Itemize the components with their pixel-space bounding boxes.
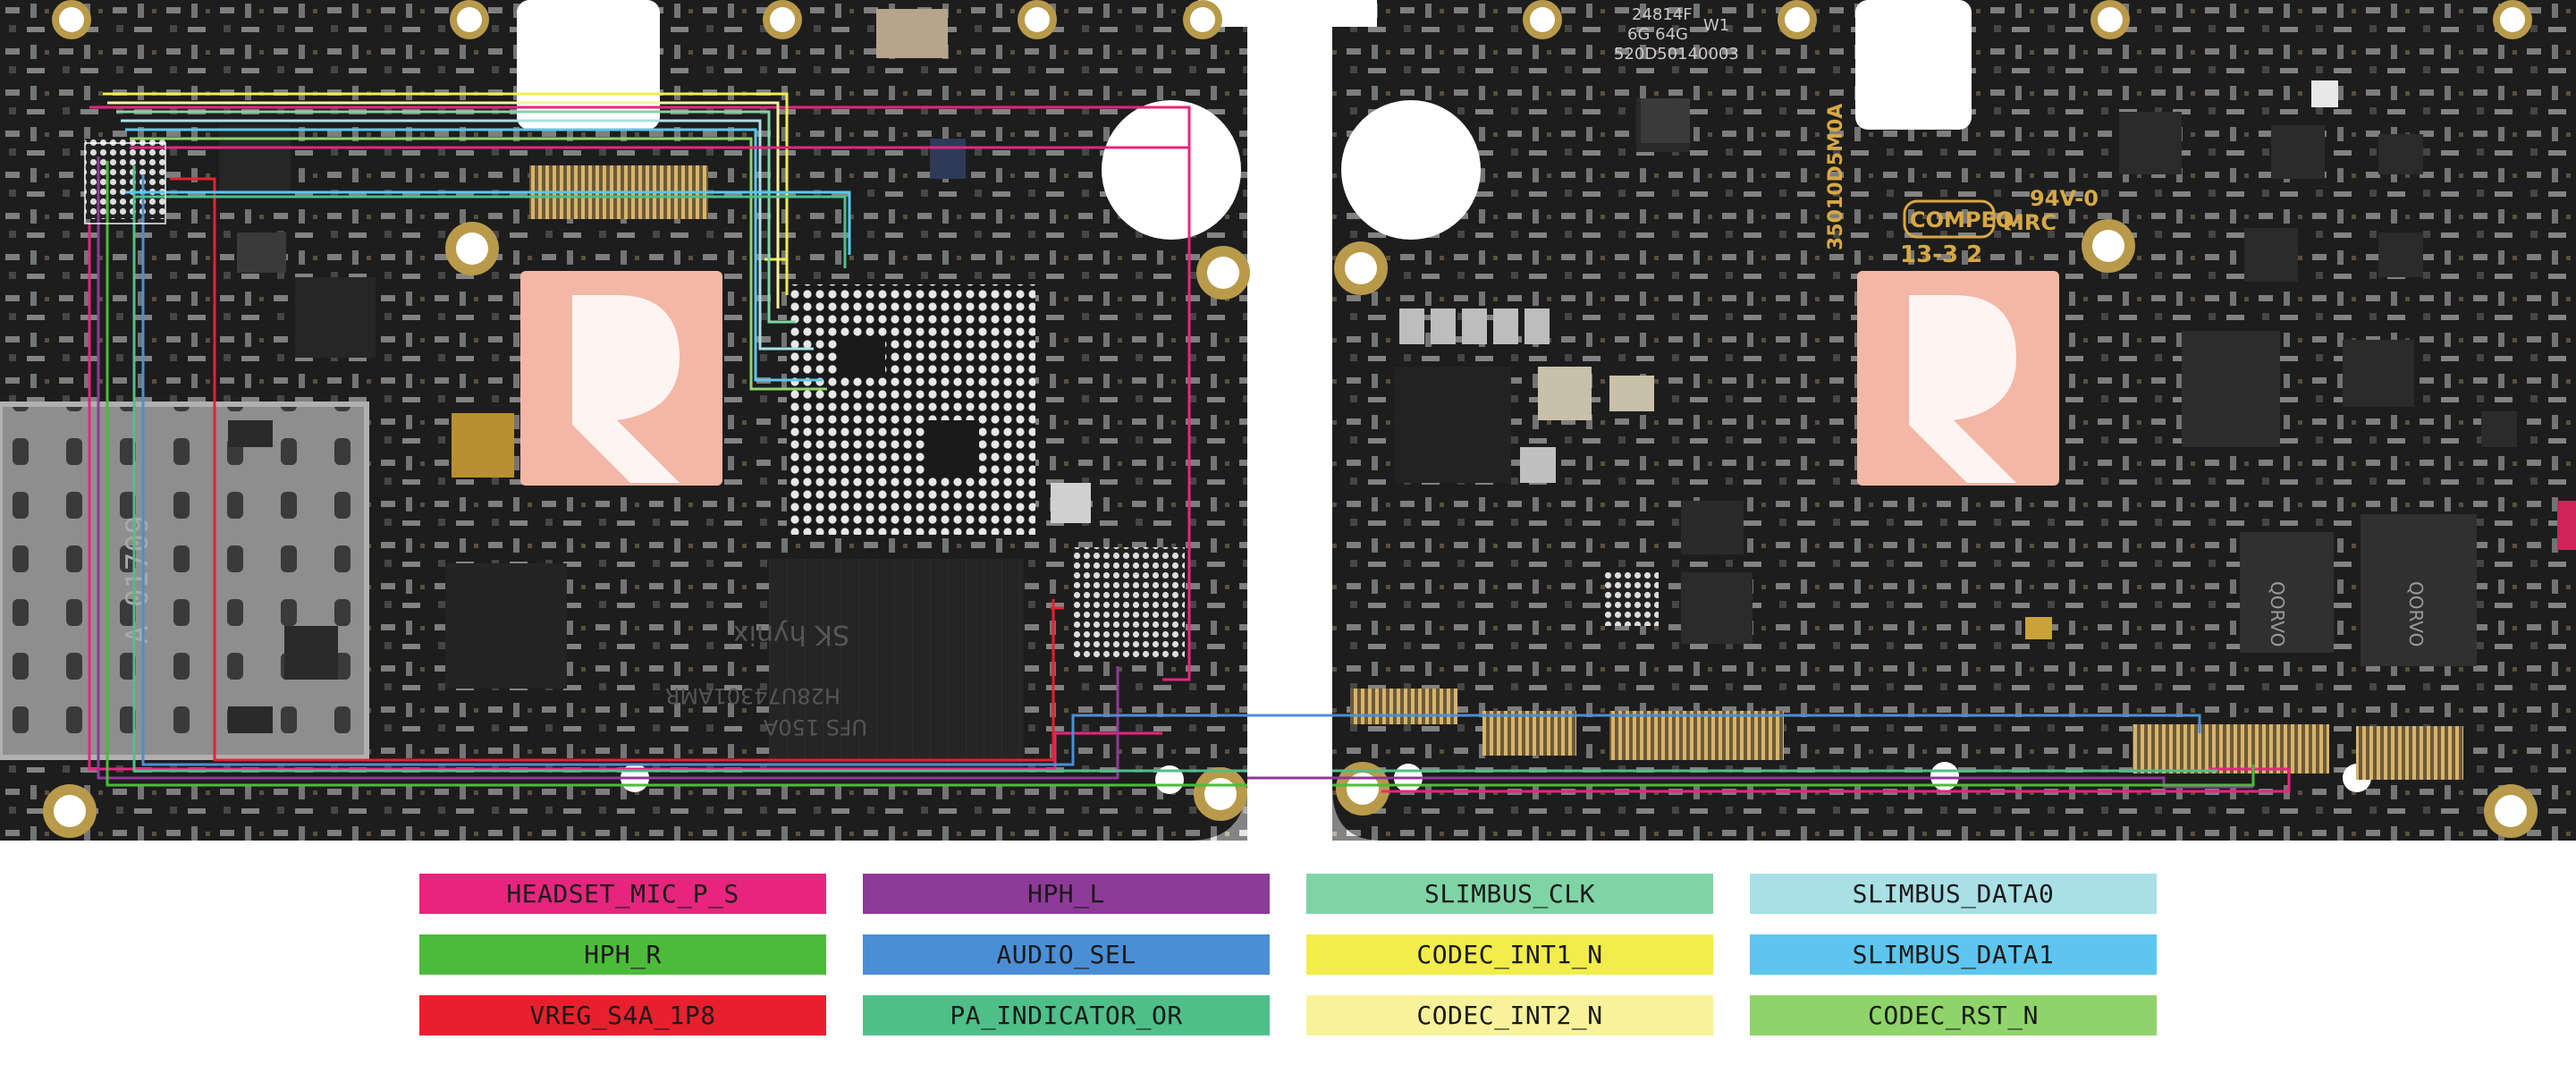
copper-pad (452, 413, 514, 478)
rating-mark: 94V-0 (2030, 186, 2099, 211)
pmic-chip (445, 563, 567, 689)
legend-item-hph-l: HPH_L (863, 874, 1270, 914)
connector-right-3 (1609, 711, 1784, 760)
legend-item-hph-r: HPH_R (419, 934, 826, 975)
vendor-name: COMPEQ (1910, 207, 2014, 232)
label-date: 24814F (1632, 5, 1693, 24)
legend: HEADSET_MIC_P_S HPH_L SLIMBUS_CLK SLIMBUS_D… (0, 841, 2576, 1065)
memory-chip-part: H28U74301AMR (665, 683, 840, 708)
connector-right-5 (2356, 726, 2463, 780)
watermark-logo-left (520, 271, 722, 486)
cutout-left-top (517, 0, 660, 130)
connector-right-4 (2133, 724, 2329, 773)
legend-item-codec-rst-n: CODEC_RST_N (1750, 995, 2157, 1035)
mrc-mark: MRC (2003, 210, 2057, 235)
cutout-right-top (1855, 0, 1972, 130)
qorvo-chip-2-label: QORVO (2405, 581, 2427, 647)
connector-right-1 (1350, 689, 1457, 724)
legend-item-slimbus-data1: SLIMBUS_DATA1 (1750, 934, 2157, 975)
mounting-holes (43, 0, 2538, 838)
qorvo-chip-2 (2361, 514, 2477, 666)
cutout-round-left (1102, 100, 1241, 240)
vendor-date: 13-3 2 (1900, 241, 1982, 268)
label-config: 6G 64G (1627, 25, 1688, 44)
connector-right-2 (1482, 711, 1576, 756)
label-rev: W1 (1703, 16, 1729, 35)
legend-item-headset-mic-p-s: HEADSET_MIC_P_S (419, 874, 826, 914)
audio-codec-chip (84, 142, 166, 224)
qorvo-chip-1-label: QORVO (2267, 581, 2288, 647)
legend-item-slimbus-data0: SLIMBUS_DATA0 (1750, 874, 2157, 914)
codec-bga (1073, 547, 1185, 659)
legend-item-slimbus-clk: SLIMBUS_CLK (1306, 874, 1713, 914)
sim-tray: A 01709 (0, 401, 369, 760)
soc-bga (787, 284, 1035, 535)
rf-chip-1 (1395, 367, 1511, 483)
memory-chip: SK hynix H28U74301AMR UFS 150A (665, 559, 1024, 773)
memory-chip-ufs: UFS 150A (763, 714, 867, 740)
legend-item-audio-sel: AUDIO_SEL (863, 934, 1270, 975)
qorvo-chip-1 (2240, 532, 2334, 653)
watermark-logo-right (1857, 271, 2059, 486)
legend-item-codec-int2-n: CODEC_INT2_N (1306, 995, 1713, 1035)
cutout-round-right (1341, 100, 1481, 240)
legend-item-pa-indicator-or: PA_INDICATOR_OR (863, 995, 1270, 1035)
memory-chip-brand: SK hynix (733, 619, 849, 650)
pcb-schematic: A 01709 SK hynix H28U74301AMR UFS 150A (0, 0, 2576, 841)
qualcomm-chip (2182, 331, 2280, 447)
legend-item-vreg-s4a-1p8: VREG_S4A_1P8 (419, 995, 826, 1035)
sim-tray-marking: A 01709 (120, 516, 156, 644)
label-serial: 520D50140003 (1614, 45, 1739, 63)
pcb-model: 35010D5M0A (1825, 104, 1847, 250)
net-traces (88, 92, 2291, 793)
legend-item-codec-int1-n: CODEC_INT1_N (1306, 934, 1713, 975)
